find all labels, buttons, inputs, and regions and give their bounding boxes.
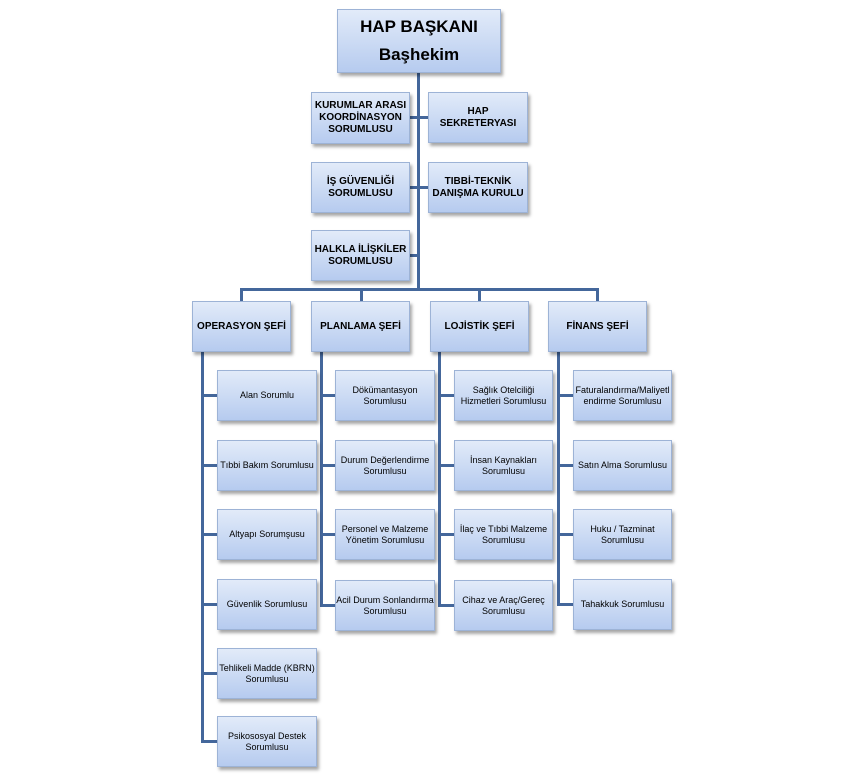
unit-box: Alan Sorumlu <box>217 370 317 421</box>
unit-label: Psikososyal Destek Sorumlusu <box>227 730 307 752</box>
unit-label: Tahakkuk Sorumlusu <box>580 599 665 610</box>
staff-box-koordinasyon: KURUMLAR ARASI KOORDİNASYON SORUMLUSU <box>311 92 410 144</box>
staff-box-sekreterya: HAP SEKRETERYASI <box>428 92 528 143</box>
staff-box-is-guvenligi: İŞ GÜVENLİĞİ SORUMLUSU <box>311 162 410 213</box>
unit-box: Güvenlik Sorumlusu <box>217 579 317 630</box>
branch-tick <box>201 394 217 397</box>
branch-tick <box>557 394 573 397</box>
staff-label: TIBBİ-TEKNİK DANIŞMA KURULU <box>432 175 524 199</box>
department-box-planlama: PLANLAMA ŞEFİ <box>311 301 410 352</box>
drop-planlama <box>360 288 363 301</box>
branch-tick <box>557 533 573 536</box>
staff-box-danisma-kurulu: TIBBİ-TEKNİK DANIŞMA KURULU <box>428 162 528 213</box>
branch-tick <box>557 603 573 606</box>
unit-box: Cihaz ve Araç/Gereç Sorumlusu <box>454 580 553 631</box>
staff-connector-1 <box>410 116 428 119</box>
department-box-operasyon: OPERASYON ŞEFİ <box>192 301 291 352</box>
unit-box: Huku / Tazminat Sorumlusu <box>573 509 672 560</box>
top-subtitle: Başhekim <box>378 45 460 64</box>
unit-label: Altyapı Sorumşusu <box>229 529 305 540</box>
unit-box: Acil Durum Sonlandırma Sorumlusu <box>335 580 435 631</box>
staff-label: İŞ GÜVENLİĞİ SORUMLUSU <box>326 175 395 199</box>
finans-branch-line <box>557 350 560 606</box>
unit-label: Acil Durum Sonlandırma Sorumlusu <box>336 594 434 616</box>
unit-box: Tehlikeli Madde (KBRN) Sorumlusu <box>217 648 317 699</box>
unit-label: Sağlık Otelciliği Hizmetleri Sorumlusu <box>460 384 547 406</box>
branch-tick <box>201 533 217 536</box>
branch-tick <box>438 394 454 397</box>
trunk-line <box>417 72 420 290</box>
department-title: LOJİSTİK ŞEFİ <box>444 320 515 332</box>
staff-connector-3 <box>410 254 419 257</box>
branch-tick <box>320 464 335 467</box>
branch-tick <box>438 464 454 467</box>
unit-label: Tıbbi Bakım Sorumlusu <box>220 460 314 471</box>
hap-baskani-box: HAP BAŞKANI Başhekim <box>337 9 501 73</box>
department-box-finans: FİNANS ŞEFİ <box>548 301 647 352</box>
branch-tick <box>438 533 454 536</box>
unit-box: İnsan Kaynakları Sorumlusu <box>454 440 553 491</box>
unit-label: Cihaz ve Araç/Gereç Sorumlusu <box>462 594 545 616</box>
unit-label: Alan Sorumlu <box>239 390 295 401</box>
unit-box: İlaç ve Tıbbi Malzeme Sorumlusu <box>454 509 553 560</box>
branch-tick <box>320 604 335 607</box>
unit-box: Tahakkuk Sorumlusu <box>573 579 672 630</box>
staff-label: KURUMLAR ARASI KOORDİNASYON SORUMLUSU <box>314 100 407 135</box>
department-bus-line <box>240 288 599 291</box>
branch-tick <box>320 533 335 536</box>
drop-operasyon <box>240 288 243 301</box>
branch-tick <box>201 740 217 743</box>
unit-box: Tıbbi Bakım Sorumlusu <box>217 440 317 491</box>
department-title: FİNANS ŞEFİ <box>566 320 629 332</box>
branch-tick <box>201 603 217 606</box>
unit-label: Faturalandırma/Maliyetlendirme Sorumlusu <box>575 384 670 406</box>
branch-tick <box>201 672 217 675</box>
unit-box: Altyapı Sorumşusu <box>217 509 317 560</box>
unit-box: Durum Değerlendirme Sorumlusu <box>335 440 435 491</box>
branch-tick <box>201 464 217 467</box>
branch-tick <box>438 604 454 607</box>
operasyon-branch-line <box>201 350 204 740</box>
unit-box: Personel ve Malzeme Yönetim Sorumlusu <box>335 509 435 560</box>
unit-label: Tehlikeli Madde (KBRN) Sorumlusu <box>219 662 315 684</box>
unit-label: Satın Alma Sorumlusu <box>577 460 668 471</box>
unit-label: Huku / Tazminat Sorumlusu <box>590 523 655 545</box>
unit-label: Personel ve Malzeme Yönetim Sorumlusu <box>341 523 429 545</box>
branch-tick <box>320 394 335 397</box>
staff-label: HALKLA İLİŞKİLER SORUMLUSU <box>314 243 407 267</box>
unit-box: Faturalandırma/Maliyetlendirme Sorumlusu <box>573 370 672 421</box>
unit-label: Durum Değerlendirme Sorumlusu <box>340 454 430 476</box>
unit-label: Dökümantasyon Sorumlusu <box>352 384 418 406</box>
unit-box: Psikososyal Destek Sorumlusu <box>217 716 317 767</box>
staff-box-halkla-iliskiler: HALKLA İLİŞKİLER SORUMLUSU <box>311 230 410 281</box>
department-title: PLANLAMA ŞEFİ <box>320 320 401 332</box>
drop-lojistik <box>478 288 481 301</box>
planlama-branch-line <box>320 350 323 607</box>
department-title: OPERASYON ŞEFİ <box>197 320 286 332</box>
top-title: HAP BAŞKANI <box>360 16 478 36</box>
department-box-lojistik: LOJİSTİK ŞEFİ <box>430 301 529 352</box>
unit-box: Satın Alma Sorumlusu <box>573 440 672 491</box>
staff-connector-2 <box>410 186 428 189</box>
branch-tick <box>557 464 573 467</box>
unit-label: İnsan Kaynakları Sorumlusu <box>469 454 538 476</box>
staff-label: HAP SEKRETERYASI <box>439 105 517 129</box>
unit-label: İlaç ve Tıbbi Malzeme Sorumlusu <box>459 523 548 545</box>
unit-box: Sağlık Otelciliği Hizmetleri Sorumlusu <box>454 370 553 421</box>
unit-label: Güvenlik Sorumlusu <box>226 599 308 610</box>
drop-finans <box>596 288 599 301</box>
unit-box: Dökümantasyon Sorumlusu <box>335 370 435 421</box>
lojistik-branch-line <box>438 350 441 607</box>
